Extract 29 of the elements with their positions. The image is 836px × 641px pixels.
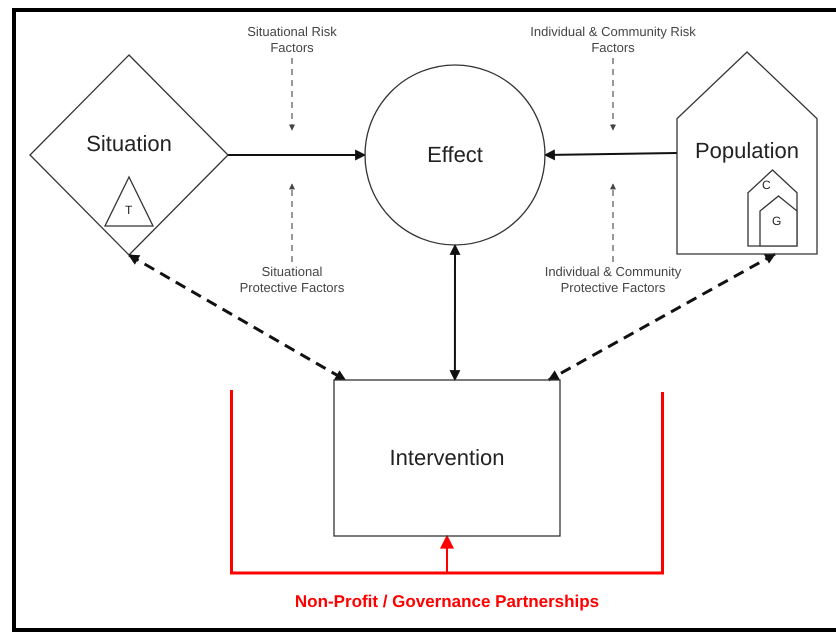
arrow [610,58,616,131]
arrow [544,149,678,160]
node-label: Situation [86,131,172,158]
arrow [128,254,346,382]
node-label: Effect [427,142,483,168]
bracket-caption: Non-Profit / Governance Partnerships [294,592,600,612]
arrow [289,58,295,131]
factor-text: Individual & Community Protective Factors [544,264,682,296]
arrow [289,183,295,262]
arrow [610,183,616,262]
arrow [228,150,366,160]
factor-text: Situational Protective Factors [238,264,346,296]
intervention-box [334,380,560,536]
arrow [440,534,454,574]
small-house [748,170,797,246]
triangle-symbol [105,177,153,226]
node-label: C [762,178,771,192]
population-house [677,52,817,254]
arrow [449,244,460,382]
node-label: T [125,203,132,218]
situation-diamond [30,55,228,255]
factor-text: Situational Risk Factors [246,24,338,56]
factor-text: Individual & Community Risk Factors [529,24,697,56]
arrow [548,252,776,382]
effect-circle [365,65,545,245]
node-label: Population [695,138,799,164]
node-label: Intervention [390,444,504,472]
partnership-bracket [230,390,664,574]
node-label: G [772,214,782,228]
